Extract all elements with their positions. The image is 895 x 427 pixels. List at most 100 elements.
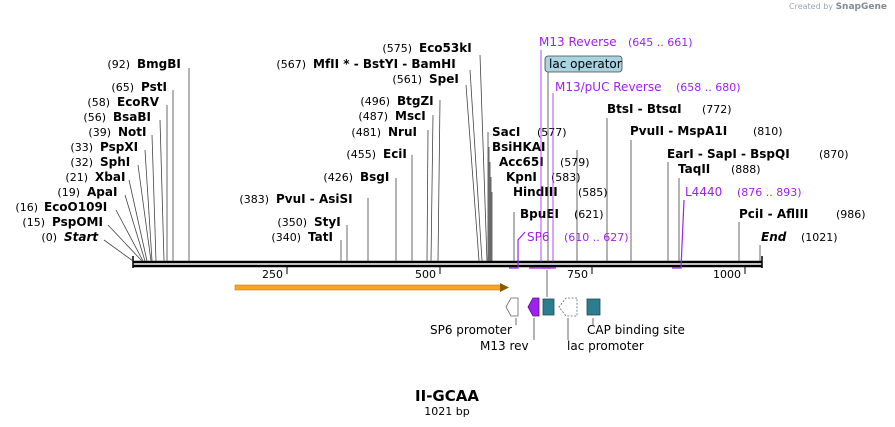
- site-labels-middle: (575) Eco53kI (567) MfII * - BstYI - Bam…: [239, 41, 471, 244]
- site-pos: (810): [753, 125, 783, 138]
- site-name: BtgZI: [397, 94, 434, 108]
- primer-sp6: SP6: [527, 230, 550, 244]
- site-name: EciI: [383, 147, 407, 161]
- site-name: MscI: [395, 109, 426, 123]
- site-name: PvuII - MspA1I: [630, 124, 727, 138]
- site-name: TaqII: [678, 162, 710, 176]
- site-pos: (1021): [801, 231, 838, 244]
- site-name: SphI: [100, 155, 130, 169]
- site-name: NruI: [388, 125, 417, 139]
- snapgene-credit: Created by SnapGene: [789, 2, 887, 12]
- site-pos: (583): [551, 171, 581, 184]
- site-pos: (21): [65, 171, 88, 184]
- feature-labels: SP6 promoter M13 rev lac promoter CAP bi…: [430, 323, 685, 353]
- orf-arrow: [234, 283, 509, 292]
- sp6-promoter-label: SP6 promoter: [430, 323, 512, 337]
- site-name: HindIII: [513, 185, 558, 199]
- tick-750: 750: [567, 268, 588, 281]
- lac-operator-box: [542, 298, 555, 316]
- site-pos: (585): [578, 186, 608, 199]
- site-pos: (888): [731, 163, 761, 176]
- site-pos: (579): [560, 156, 590, 169]
- site-name: PspOMI: [52, 215, 103, 229]
- site-name: BsgI: [360, 170, 389, 184]
- site-name: PspXI: [100, 140, 138, 154]
- site-name: PvuI - AsiSI: [276, 192, 353, 206]
- site-pos: (577): [537, 126, 567, 139]
- site-pos: (56): [83, 111, 106, 124]
- site-pos: (986): [836, 208, 866, 221]
- site-pos: (340): [271, 231, 301, 244]
- m13-rev-icon: [527, 297, 540, 317]
- site-name: BpuEI: [520, 207, 559, 221]
- lac-promoter-label: lac promoter: [567, 339, 644, 353]
- site-pos: (58): [87, 96, 110, 109]
- site-pos: (350): [277, 216, 307, 229]
- site-pos: (870): [819, 148, 849, 161]
- site-name: Eco53kI: [419, 41, 472, 55]
- map-title: II-GCAA: [415, 387, 479, 405]
- primer-range: (610 .. 627): [564, 231, 629, 244]
- credit-prefix: Created by: [789, 2, 834, 11]
- site-pos: (92): [107, 58, 130, 71]
- site-name: EcoRV: [117, 95, 160, 109]
- map-length: 1021 bp: [424, 405, 469, 418]
- site-pos: (487): [358, 110, 388, 123]
- site-name: KpnI: [506, 170, 537, 184]
- site-name: PciI - AflIII: [739, 207, 808, 221]
- lac-promoter-icon: [558, 297, 578, 317]
- site-pos: (33): [70, 141, 93, 154]
- site-name: Acc65I: [499, 155, 544, 169]
- site-name: BtsI - BtsαI: [607, 102, 682, 116]
- site-name: EarI - SapI - BspQI: [667, 147, 790, 161]
- site-name: SacI: [492, 125, 520, 139]
- site-pos: (455): [346, 148, 376, 161]
- tick-500: 500: [415, 268, 436, 281]
- site-name: BmgBI: [137, 57, 181, 71]
- tick-1000: 1000: [713, 268, 741, 281]
- site-pos: (65): [111, 81, 134, 94]
- site-pos: (575): [382, 42, 412, 55]
- site-name: SpeI: [429, 72, 459, 86]
- primer-range: (645 .. 661): [628, 36, 693, 49]
- site-name: XbaI: [95, 170, 125, 184]
- tick-250: 250: [262, 268, 283, 281]
- primer-m13-puc-reverse: M13/pUC Reverse: [555, 80, 662, 94]
- site-pos: (561): [392, 73, 422, 86]
- primer-m13-reverse: M13 Reverse: [539, 35, 617, 49]
- site-labels-left: (92) BmgBI (65) PstI (58) EcoRV (56) Bsa…: [15, 57, 180, 244]
- primer-labels: M13 Reverse (645 .. 661) M13/pUC Reverse…: [509, 35, 802, 269]
- site-pos: (496): [360, 95, 390, 108]
- site-pos: (32): [70, 156, 93, 169]
- site-pos: (0): [41, 231, 57, 244]
- primer-range: (658 .. 680): [676, 81, 741, 94]
- site-name: StyI: [314, 215, 341, 229]
- features-row: [505, 270, 601, 340]
- lac-operator: lac operator: [544, 55, 623, 262]
- site-name: NotI: [118, 125, 147, 139]
- site-pos: (39): [88, 126, 111, 139]
- site-pos: (383): [239, 193, 269, 206]
- site-name: MfII * - BstYI - BamHI: [313, 57, 456, 71]
- dna-backbone: [132, 256, 763, 268]
- snapgene-logo: SnapGene: [835, 2, 887, 12]
- primer-range: (876 .. 893): [737, 186, 802, 199]
- site-name: TatI: [308, 230, 333, 244]
- site-pos: (15): [22, 216, 45, 229]
- site-pos: (16): [15, 201, 38, 214]
- cap-binding-site-label: CAP binding site: [587, 323, 685, 337]
- site-pos: (621): [574, 208, 604, 221]
- site-labels-right: SacI (577) BsiHKAI Acc65I (579) KpnI (58…: [492, 102, 866, 244]
- site-pos: (567): [276, 58, 306, 71]
- site-leader-lines: [103, 54, 761, 262]
- site-name: BsaBI: [113, 110, 151, 124]
- site-pos: (481): [351, 126, 381, 139]
- sp6-promoter-icon: [505, 297, 519, 317]
- site-name: ApaI: [87, 185, 117, 199]
- start-label: Start: [64, 230, 99, 244]
- m13-rev-label: M13 rev: [480, 339, 529, 353]
- site-name: EcoO109I: [44, 200, 107, 214]
- site-name: PstI: [141, 80, 167, 94]
- lac-operator-label: lac operator: [549, 57, 622, 71]
